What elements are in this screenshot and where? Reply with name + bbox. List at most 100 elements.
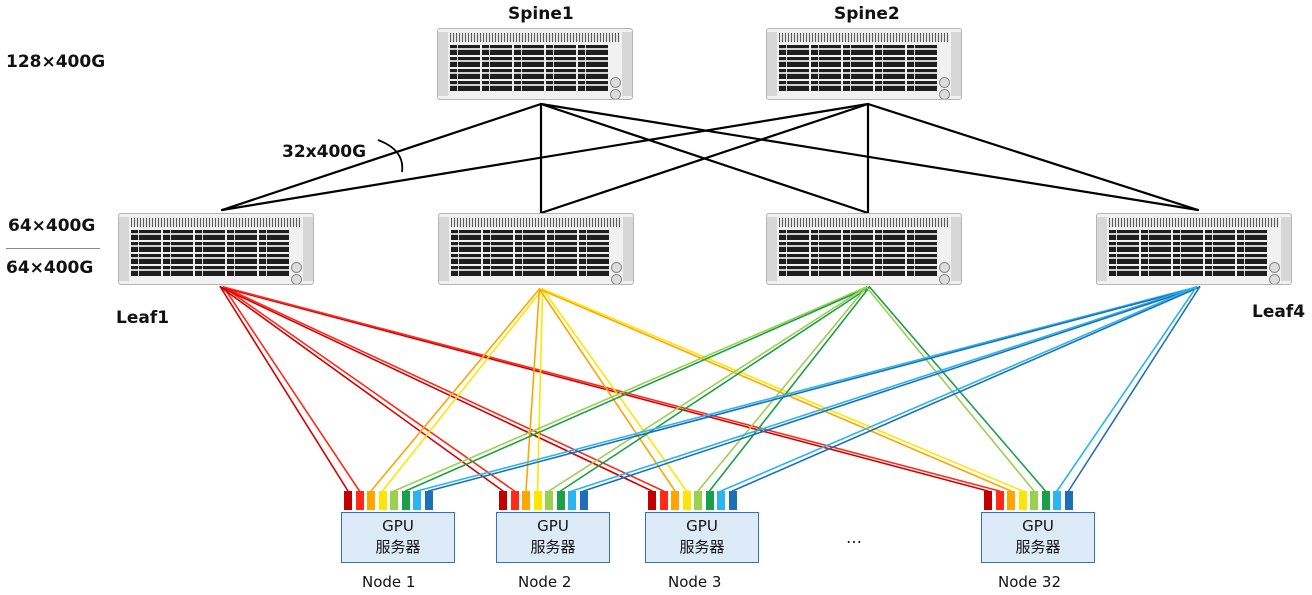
- leaf1-node-link: [219, 286, 504, 492]
- gpu-box-line2: 服务器: [679, 538, 725, 556]
- gpu-box-line1: GPU: [1022, 517, 1054, 535]
- nic-port: [413, 491, 421, 510]
- leaf4-node-link: [731, 286, 1201, 492]
- leaf3-node-link: [865, 286, 1035, 492]
- leaf1-node-link: [219, 286, 349, 492]
- nic-port: [499, 491, 507, 510]
- nic-port: [728, 491, 737, 510]
- leaf1-switch: [118, 213, 314, 285]
- leaf3-node-link: [548, 286, 868, 492]
- leaf1-node-link: [219, 286, 989, 492]
- spine2-leaf1-link: [220, 102, 870, 212]
- node1-label: Node 1: [362, 573, 416, 591]
- nic-port: [355, 491, 364, 510]
- nic-port: [659, 491, 668, 510]
- nic-port: [533, 491, 542, 510]
- leaf3-node-link: [708, 286, 871, 492]
- leaf3-node-link: [697, 286, 868, 492]
- nic-port: [705, 491, 714, 510]
- spine1-leaf4-link: [539, 102, 1200, 212]
- leaf1-node-link: [222, 286, 361, 492]
- leaf1-label: Leaf1: [116, 308, 170, 328]
- nic-port: [1053, 491, 1061, 510]
- gpu-box-line1: GPU: [382, 517, 414, 535]
- spine2-leaf4-link: [866, 102, 1200, 212]
- nic-port: [367, 491, 375, 510]
- leaf1-node-link: [222, 286, 516, 492]
- spine-capacity-label: 128×400G: [6, 52, 106, 72]
- nic-port: [694, 491, 702, 510]
- leaf4-node-link: [1067, 286, 1201, 492]
- more-nodes-ellipsis: …: [846, 528, 862, 547]
- capacity-divider: [6, 248, 100, 249]
- uplink-bandwidth-label: 32x400G: [282, 142, 367, 162]
- spine2-label: Spine2: [834, 4, 900, 24]
- spine2-switch: [766, 28, 962, 100]
- leaf3-switch: [766, 213, 962, 285]
- uplink-arc: [377, 139, 404, 173]
- leaf2-node-link: [525, 288, 541, 492]
- gpu-box-line1: GPU: [537, 517, 569, 535]
- leaf2-node-link: [381, 288, 544, 492]
- leaf4-node-link: [720, 286, 1198, 492]
- nic-port: [648, 491, 656, 510]
- nic-port: [522, 491, 530, 510]
- leaf4-node-link: [1056, 286, 1198, 492]
- nic-port: [579, 491, 588, 510]
- spine2-leaf2-link: [539, 102, 870, 215]
- leaf2-node-link: [541, 288, 688, 492]
- leaf2-node-link: [541, 288, 1024, 492]
- node2-label: Node 2: [518, 573, 572, 591]
- nic-port: [401, 491, 410, 510]
- nic-port: [984, 491, 992, 510]
- nic-port: [568, 491, 576, 510]
- nic-port: [995, 491, 1004, 510]
- leaf3-node-link: [393, 286, 868, 492]
- gpu-server-node1: GPU 服务器: [341, 512, 455, 563]
- nic-port: [1018, 491, 1027, 510]
- leaf4-node-link: [582, 286, 1201, 492]
- nic-port: [424, 491, 433, 510]
- gpu-box-line1: GPU: [686, 517, 718, 535]
- leaf1-node-link: [219, 286, 653, 492]
- nic-port: [671, 491, 679, 510]
- nic-port: [682, 491, 691, 510]
- nic-port: [510, 491, 519, 510]
- gpu-server-node3: GPU 服务器: [645, 512, 759, 563]
- nic-port: [390, 491, 398, 510]
- leaf1-node-link: [222, 286, 1001, 492]
- leaf3-node-link: [404, 286, 871, 492]
- spine1-label: Spine1: [508, 4, 574, 24]
- node3-label: Node 3: [668, 573, 722, 591]
- leaf1-node-link: [222, 286, 665, 492]
- leaf-downlink-capacity-label: 64×400G: [8, 216, 96, 236]
- leaf3-node-link: [559, 286, 871, 492]
- leaf-uplink-capacity-label: 64×400G: [6, 258, 94, 278]
- leaf2-switch: [438, 213, 634, 285]
- nic-port: [556, 491, 565, 510]
- leaf2-node-link: [536, 288, 544, 492]
- leaf4-node-link: [427, 286, 1201, 492]
- gpu-box-line2: 服务器: [375, 538, 421, 556]
- leaf2-node-link: [538, 288, 1012, 492]
- gpu-server-node32: GPU 服务器: [981, 512, 1095, 563]
- leaf4-node-link: [416, 286, 1198, 492]
- leaf2-node-link: [370, 288, 541, 492]
- spine1-switch: [437, 28, 633, 100]
- nic-port: [1064, 491, 1073, 510]
- nic-port: [378, 491, 387, 510]
- node32-label: Node 32: [998, 573, 1062, 591]
- gpu-box-line2: 服务器: [530, 538, 576, 556]
- leaf4-node-link: [571, 286, 1198, 492]
- gpu-server-node2: GPU 服务器: [496, 512, 610, 563]
- nic-port: [1041, 491, 1050, 510]
- leaf4-switch: [1096, 213, 1292, 285]
- leaf2-node-link: [538, 288, 676, 492]
- nic-port: [1030, 491, 1038, 510]
- nic-port: [545, 491, 553, 510]
- gpu-box-line2: 服务器: [1015, 538, 1061, 556]
- leaf4-label: Leaf4: [1252, 302, 1306, 322]
- nic-port: [717, 491, 725, 510]
- nic-port: [344, 491, 352, 510]
